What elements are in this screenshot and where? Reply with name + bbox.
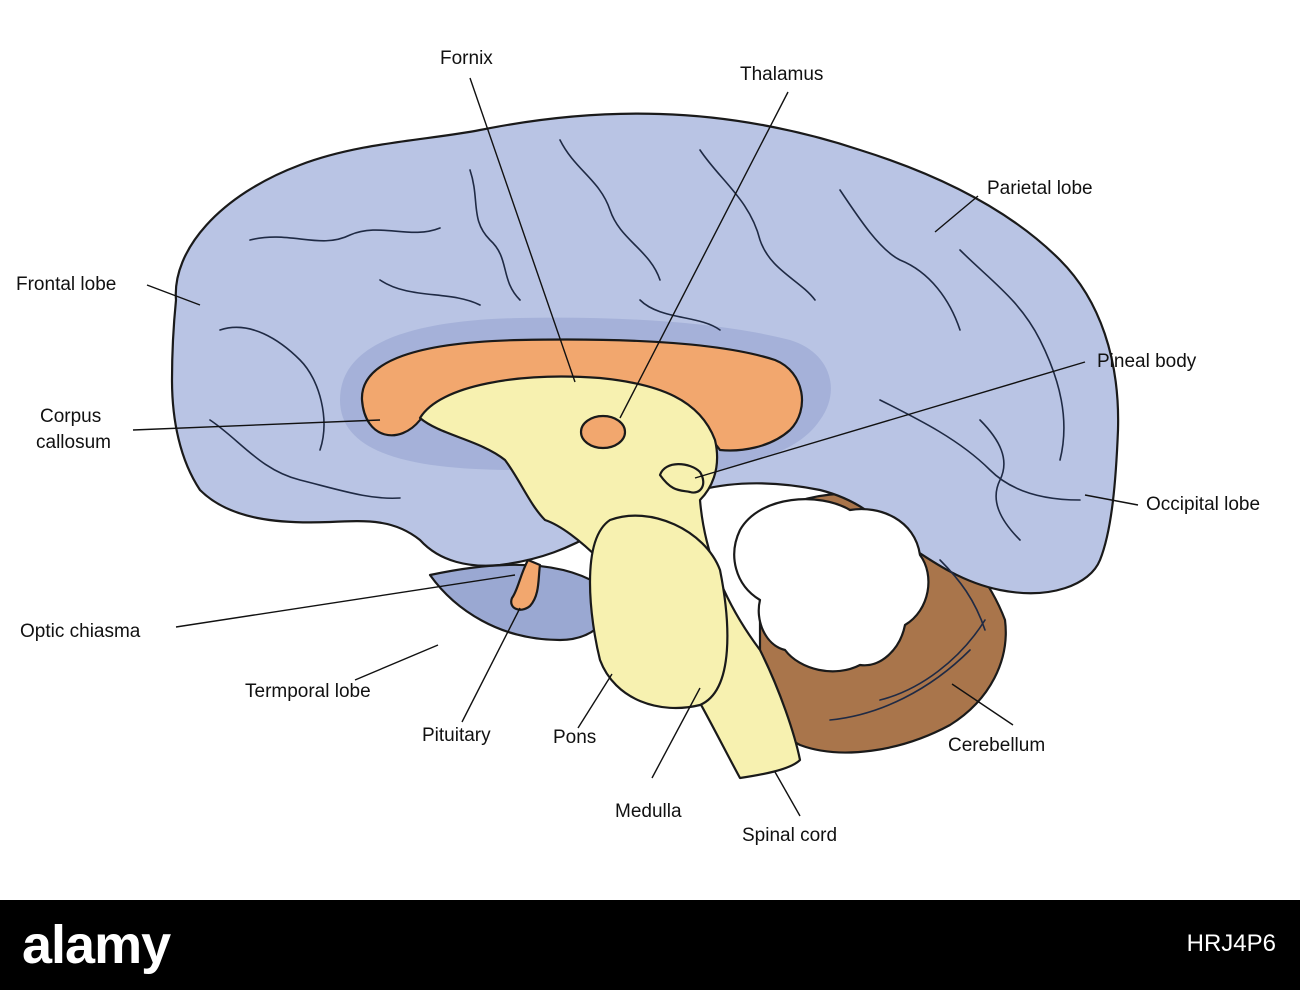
label-temporal-lobe: Termporal lobe	[245, 681, 371, 702]
sulcus-10	[979, 419, 1021, 541]
leader-pituitary	[461, 607, 521, 723]
label-spinal-cord: Spinal cord	[742, 825, 837, 846]
label-pineal-body: Pineal body	[1097, 351, 1197, 372]
sulcus-6	[959, 249, 1065, 461]
leader-temporal-lobe	[354, 644, 439, 681]
leader-corpus-callosum	[132, 419, 381, 431]
leader-occipital-lobe	[1084, 494, 1139, 506]
label-parietal-lobe: Parietal lobe	[987, 178, 1093, 199]
pineal-body-shape	[658, 463, 705, 494]
thalamus-shape	[579, 414, 627, 450]
sulcus-8	[209, 419, 401, 500]
leader-optic-chiasma	[175, 574, 516, 628]
label-thalamus: Thalamus	[740, 64, 823, 85]
leader-cerebellum	[951, 683, 1014, 726]
leader-parietal-lobe	[934, 195, 979, 233]
sulcus-2	[469, 169, 521, 301]
watermark-footer: alamy HRJ4P6	[0, 900, 1300, 990]
leader-frontal-lobe	[146, 284, 201, 306]
leader-medulla	[651, 687, 701, 779]
leader-fornix	[469, 77, 576, 383]
sulcus-3	[559, 139, 661, 281]
sulcus-5	[839, 189, 961, 331]
label-pituitary: Pituitary	[422, 725, 491, 746]
leader-thalamus	[619, 91, 789, 419]
image-id: HRJ4P6	[1186, 930, 1276, 957]
brain-sagittal-diagram: Fornix Thalamus Parietal lobe Frontal lo…	[16, 48, 1260, 846]
sulcus-11	[639, 299, 721, 331]
sulcus-12	[379, 279, 481, 306]
label-frontal-lobe: Frontal lobe	[16, 274, 116, 295]
leader-spinal-cord	[774, 771, 801, 817]
folia-1	[879, 619, 986, 701]
folia-3	[939, 559, 986, 631]
leader-pineal-body	[694, 361, 1086, 479]
sulcus-4	[699, 149, 816, 301]
label-fornix: Fornix	[440, 48, 493, 69]
pituitary-shape	[510, 558, 542, 611]
sulcus-1	[249, 227, 441, 242]
label-corpus-callosum-line2: callosum	[36, 432, 111, 453]
label-corpus-callosum-line1: Corpus	[40, 406, 101, 427]
arbor-vitae-shape	[733, 498, 930, 673]
leader-pons	[577, 673, 613, 729]
pons-shape	[588, 514, 729, 710]
label-optic-chiasma: Optic chiasma	[20, 621, 141, 642]
label-pons: Pons	[553, 727, 596, 748]
alamy-logo: alamy	[22, 915, 171, 975]
label-medulla: Medulla	[615, 801, 682, 822]
label-occipital-lobe: Occipital lobe	[1146, 494, 1260, 515]
label-cerebellum: Cerebellum	[948, 735, 1045, 756]
folia-2	[829, 649, 971, 721]
sulcus-9	[879, 399, 1081, 501]
